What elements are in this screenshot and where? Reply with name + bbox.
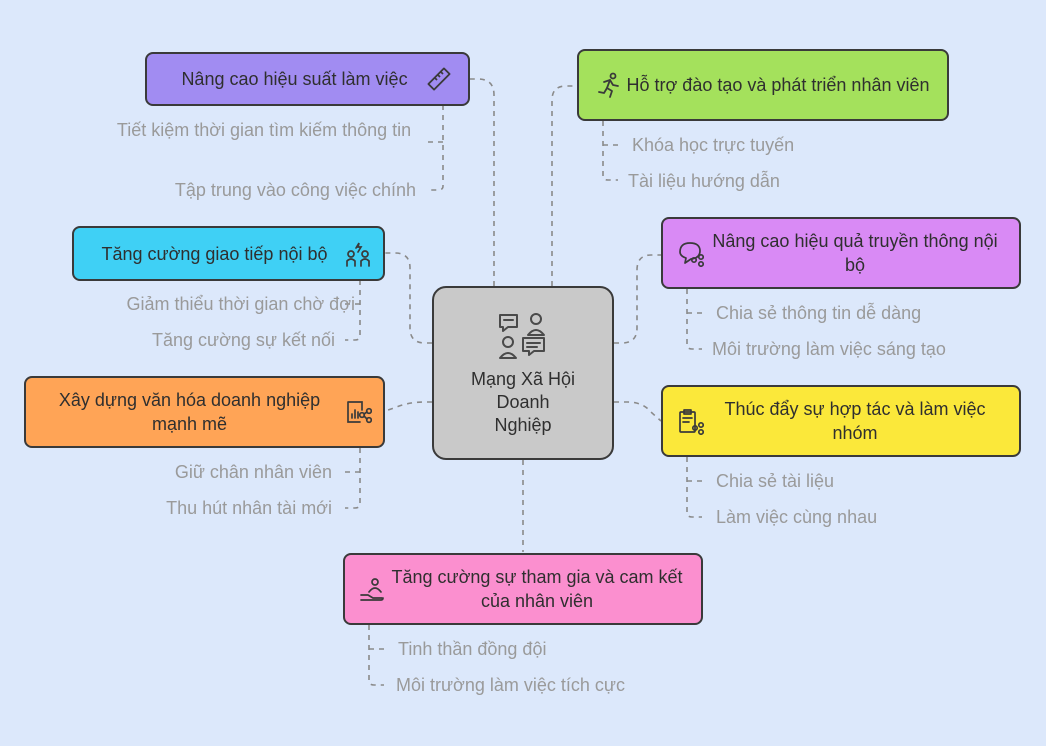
branch-dao-tao[interactable]: Hỗ trợ đào tạo và phát triển nhân viên (577, 49, 949, 121)
link-giao-tiep (385, 252, 432, 344)
leaf-van-hoa-2: Thu hút nhân tài mới (166, 498, 332, 518)
link-hop-tac (614, 401, 662, 422)
hand-person-icon (357, 574, 387, 604)
link-van-hoa (384, 401, 432, 412)
center-label-line-2: Doanh (496, 391, 550, 412)
branch-giao-tiep[interactable]: Tăng cường giao tiếp nội bộ (72, 226, 385, 281)
leaf-hieu-suat-1: Tiết kiệm thời gian tìm kiếm thông tin (116, 120, 412, 140)
leaf-link-van-hoa (345, 448, 361, 509)
leaf-hieu-suat-2: Tập trung vào công việc chính (174, 180, 416, 200)
branch-truyen-thong[interactable]: Nâng cao hiệu quả truyền thông nội bộ (661, 217, 1021, 289)
leaf-link-tham-gia (368, 625, 384, 686)
leaf-giao-tiep-1: Giảm thiểu thời gian chờ đợi (126, 294, 355, 314)
link-dao-tao (551, 85, 577, 286)
branch-title: Nâng cao hiệu quả truyền thông nội bộ (712, 231, 998, 275)
branch-hieu-suat[interactable]: Nâng cao hiệu suất làm việc (145, 52, 470, 106)
leaf-van-hoa-1: Giữ chân nhân viên (174, 462, 332, 482)
leaf-tham-gia-1: Tinh thần đồng đội (398, 639, 547, 659)
branch-title: Xây dựng văn hóa doanh nghiệp mạnh mẽ (58, 390, 321, 434)
leaf-link-hieu-suat (428, 105, 444, 191)
leaf-giao-tiep-2: Tăng cường sự kết nối (152, 330, 335, 350)
branch-title: Thúc đẩy sự hợp tác và làm việc nhóm (724, 399, 986, 443)
branch-van-hoa[interactable]: Xây dựng văn hóa doanh nghiệp mạnh mẽ (24, 376, 385, 448)
branch-title: Nâng cao hiệu suất làm việc (181, 69, 408, 89)
chat-share-icon (675, 238, 705, 268)
branch-title: Tăng cường sự tham gia và cam kết của nh… (391, 567, 683, 611)
leaf-tham-gia-2: Môi trường làm việc tích cực (396, 675, 625, 695)
people-spark-icon (343, 239, 373, 269)
link-hieu-suat (469, 78, 495, 286)
social-network-icon (499, 312, 545, 359)
branch-title: Hỗ trợ đào tạo và phát triển nhân viên (626, 75, 930, 95)
leaf-dao-tao-2: Tài liệu hướng dẫn (628, 171, 780, 191)
branch-tham-gia[interactable]: Tăng cường sự tham gia và cam kết của nh… (343, 553, 703, 625)
leaf-dao-tao-1: Khóa học trực tuyến (632, 135, 795, 155)
branch-hop-tac[interactable]: Thúc đẩy sự hợp tác và làm việc nhóm (661, 385, 1021, 457)
leaf-truyen-thong-2: Môi trường làm việc sáng tạo (712, 339, 946, 359)
leaf-link-hop-tac (686, 457, 702, 518)
leaf-truyen-thong-1: Chia sẻ thông tin dễ dàng (716, 303, 922, 323)
ruler-icon (424, 64, 454, 94)
center-label-line-1: Mạng Xã Hội (470, 368, 576, 389)
branch-title: Tăng cường giao tiếp nội bộ (101, 243, 328, 264)
leaf-link-dao-tao (602, 121, 618, 181)
center-node[interactable]: Mạng Xã Hội Doanh Nghiệp (432, 286, 614, 460)
leaf-hop-tac-2: Làm việc cùng nhau (716, 507, 878, 527)
chart-share-icon (343, 397, 373, 427)
leaf-hop-tac-1: Chia sẻ tài liệu (716, 471, 835, 491)
leaf-link-giao-tiep (345, 280, 361, 341)
link-truyen-thong (614, 254, 661, 344)
runner-icon (593, 70, 623, 100)
center-label-line-3: Nghiệp (494, 414, 552, 435)
leaf-link-truyen-thong (686, 289, 702, 350)
clipboard-share-icon (675, 406, 705, 436)
